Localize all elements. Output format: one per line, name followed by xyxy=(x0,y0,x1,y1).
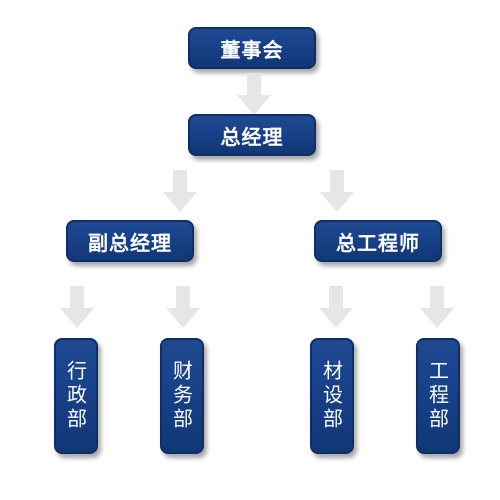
node-admin-dept: 行政部 xyxy=(54,338,98,454)
node-board-label: 董事会 xyxy=(220,37,284,62)
down-arrow-icon xyxy=(420,286,454,328)
down-arrow-icon xyxy=(166,286,200,328)
down-arrow-icon xyxy=(237,73,271,115)
node-finance-dept-label: 财务部 xyxy=(169,360,194,432)
down-arrow-icon xyxy=(163,170,197,212)
node-board: 董事会 xyxy=(188,27,316,69)
node-deputy-general-manager-label: 副总经理 xyxy=(88,230,172,255)
node-materials-dept-label: 材设部 xyxy=(319,360,344,432)
down-arrow-icon xyxy=(320,170,354,212)
node-general-manager: 总经理 xyxy=(188,114,316,156)
node-admin-dept-label: 行政部 xyxy=(63,360,88,432)
down-arrow-icon xyxy=(60,286,94,328)
node-engineering-dept: 工程部 xyxy=(416,338,460,454)
node-chief-engineer: 总工程师 xyxy=(314,220,442,262)
node-general-manager-label: 总经理 xyxy=(220,124,284,149)
down-arrow-icon xyxy=(319,286,353,328)
node-deputy-general-manager: 副总经理 xyxy=(66,220,194,262)
node-chief-engineer-label: 总工程师 xyxy=(336,230,420,255)
node-finance-dept: 财务部 xyxy=(160,338,204,454)
node-engineering-dept-label: 工程部 xyxy=(425,360,450,432)
node-materials-dept: 材设部 xyxy=(310,338,354,454)
